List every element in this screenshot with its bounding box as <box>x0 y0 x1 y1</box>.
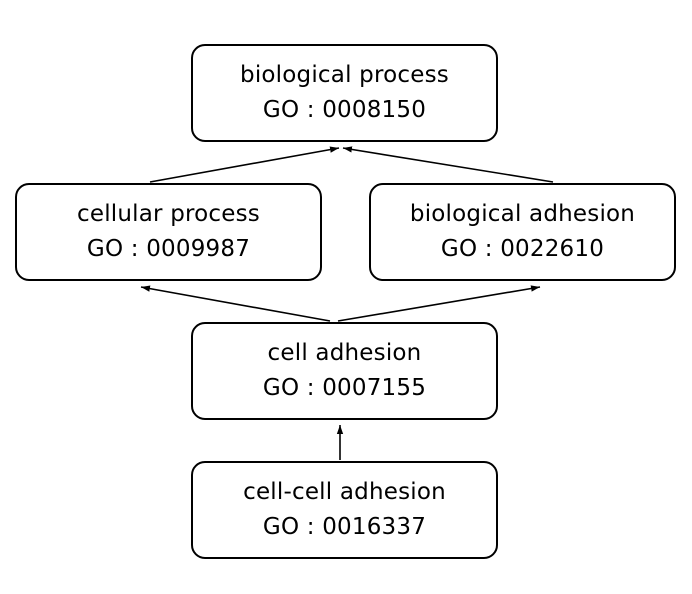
node-label: biological process <box>240 62 449 88</box>
node-cellular-process: cellular process GO : 0009987 <box>15 183 322 281</box>
node-go-id: GO : 0016337 <box>262 514 427 540</box>
node-go-id: GO : 0007155 <box>262 375 427 401</box>
node-go-id: GO : 0022610 <box>440 236 605 262</box>
node-label: cell-cell adhesion <box>243 479 446 505</box>
edge-cellular-process-to-biological-process <box>149 146 340 183</box>
node-go-id: GO : 0008150 <box>262 97 427 123</box>
edge-cell-adhesion-to-biological-adhesion <box>337 285 541 322</box>
node-label: biological adhesion <box>409 201 636 227</box>
node-biological-process: biological process GO : 0008150 <box>191 44 498 142</box>
edge-biological-adhesion-to-biological-process <box>342 146 554 183</box>
node-go-id: GO : 0009987 <box>86 236 251 262</box>
edge-cell-adhesion-to-cellular-process <box>140 285 331 322</box>
node-biological-adhesion: biological adhesion GO : 0022610 <box>369 183 676 281</box>
node-label: cellular process <box>77 201 260 227</box>
node-label: cell adhesion <box>267 340 422 366</box>
node-cell-adhesion: cell adhesion GO : 0007155 <box>191 322 498 420</box>
node-cell-cell-adhesion: cell-cell adhesion GO : 0016337 <box>191 461 498 559</box>
